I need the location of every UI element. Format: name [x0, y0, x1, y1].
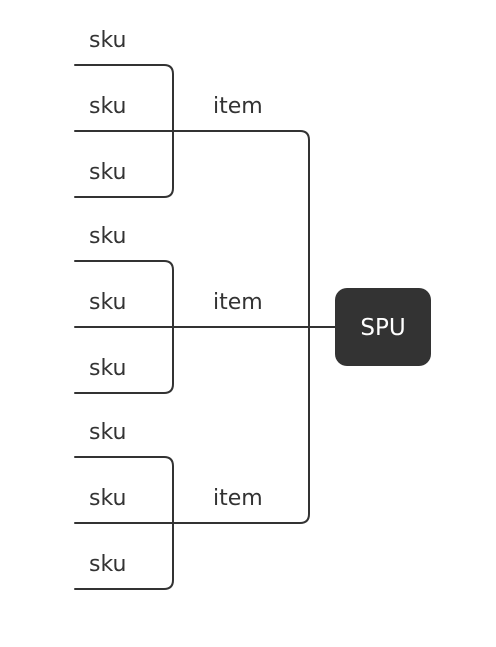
sku-label[interactable]: sku — [89, 420, 126, 445]
sku-connector — [74, 326, 174, 394]
spu-connectors — [172, 130, 337, 524]
item-group-3: item sku sku sku — [74, 420, 263, 590]
sku-label[interactable]: sku — [89, 160, 126, 185]
spu-item-1-connector — [172, 130, 337, 328]
spu-node[interactable]: SPU — [335, 288, 431, 366]
spu-node-box[interactable] — [335, 288, 431, 366]
item-label[interactable]: item — [213, 94, 263, 119]
sku-label[interactable]: sku — [89, 224, 126, 249]
item-label[interactable]: item — [213, 290, 263, 315]
item-group-2: item sku sku sku — [74, 224, 263, 394]
sku-label[interactable]: sku — [89, 356, 126, 381]
sku-connector — [74, 260, 174, 328]
sku-connector — [74, 522, 174, 590]
spu-label: SPU — [360, 315, 405, 341]
sku-label[interactable]: sku — [89, 486, 126, 511]
sku-label[interactable]: sku — [89, 94, 126, 119]
sku-connector — [74, 456, 174, 524]
sku-connector — [74, 64, 174, 132]
sku-label[interactable]: sku — [89, 290, 126, 315]
sku-label[interactable]: sku — [89, 28, 126, 53]
item-label[interactable]: item — [213, 486, 263, 511]
item-group-1: item sku sku sku — [74, 28, 263, 198]
spu-item-3-connector — [172, 326, 310, 524]
sku-label[interactable]: sku — [89, 552, 126, 577]
sku-connector — [74, 130, 174, 198]
